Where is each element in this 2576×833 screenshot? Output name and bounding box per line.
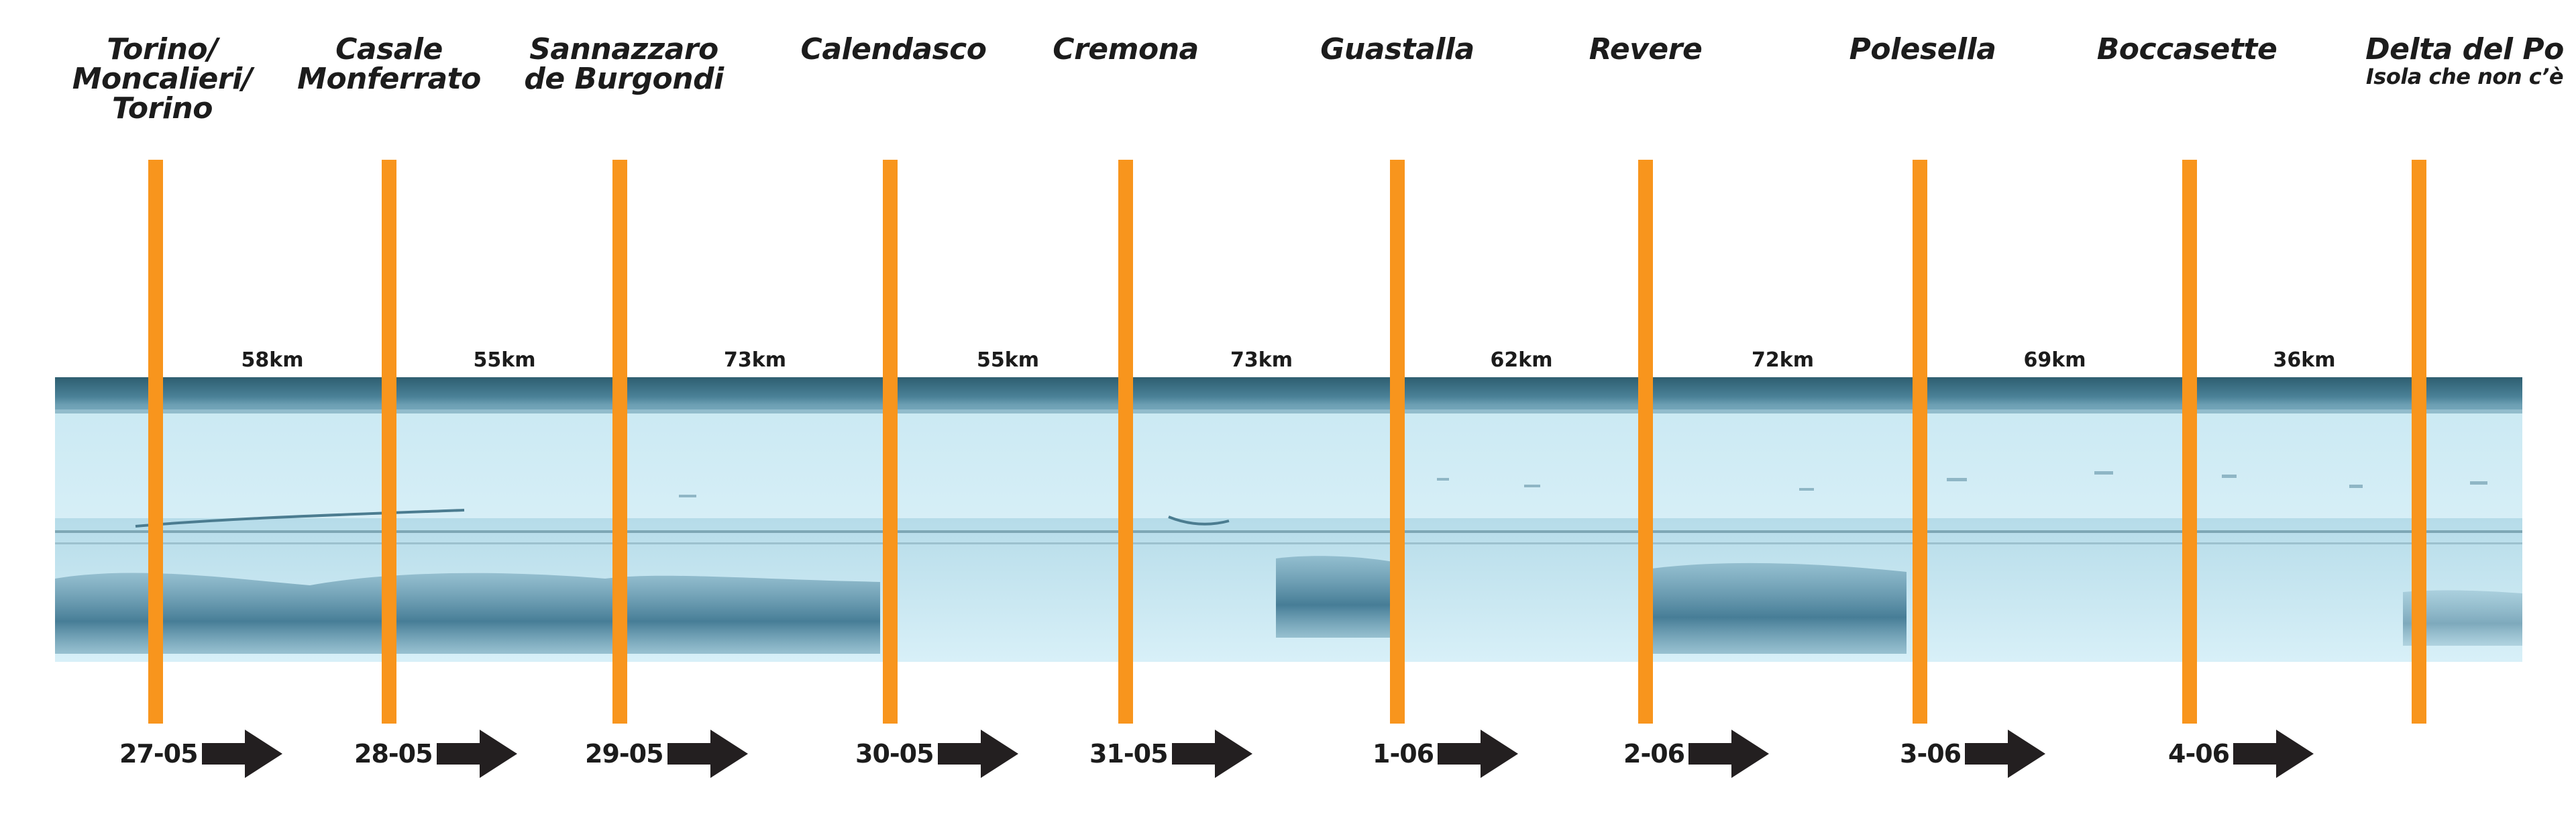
stage-date: 27-05 bbox=[119, 739, 199, 769]
stage-marker-cremona bbox=[1118, 160, 1133, 724]
stage-date-group: 1-06 bbox=[1373, 730, 1519, 778]
right-arrow-icon bbox=[1171, 730, 1252, 778]
location-name-line: Moncalieri/ bbox=[72, 62, 253, 96]
distance-label: 55km bbox=[473, 348, 536, 372]
stage-date-group: 29-05 bbox=[585, 730, 748, 778]
location-subtitle: Isola che non c’è bbox=[2365, 64, 2564, 89]
location-name-line: Delta del Po bbox=[2365, 32, 2564, 66]
location-name-boccasette: Boccasette bbox=[2097, 35, 2277, 64]
stage-date: 4-06 bbox=[2168, 739, 2230, 769]
right-arrow-icon bbox=[1965, 730, 2046, 778]
stage-date-group: 31-05 bbox=[1089, 730, 1252, 778]
location-name-line: de Burgondi bbox=[524, 62, 724, 96]
location-name-revere: Revere bbox=[1589, 35, 1703, 64]
stage-marker-boccasette bbox=[2182, 160, 2197, 724]
stage-date-group: 30-05 bbox=[855, 730, 1018, 778]
stage-date-group: 2-06 bbox=[1623, 730, 1770, 778]
right-arrow-icon bbox=[1438, 730, 1519, 778]
stage-date: 30-05 bbox=[855, 739, 934, 769]
stage-marker-guastalla bbox=[1390, 160, 1405, 724]
location-name-line: Revere bbox=[1589, 32, 1703, 66]
stage-date: 1-06 bbox=[1373, 739, 1434, 769]
stage-date: 28-05 bbox=[354, 739, 433, 769]
distance-label: 55km bbox=[977, 348, 1039, 372]
distance-label: 36km bbox=[2273, 348, 2336, 372]
stage-date: 2-06 bbox=[1623, 739, 1685, 769]
distance-label: 73km bbox=[724, 348, 786, 372]
right-arrow-icon bbox=[937, 730, 1018, 778]
location-name-line: Guastalla bbox=[1320, 32, 1474, 66]
distance-label: 72km bbox=[1752, 348, 1814, 372]
stage-marker-sannazzaro bbox=[612, 160, 627, 724]
right-arrow-icon bbox=[2233, 730, 2314, 778]
location-name-line: Sannazzaro bbox=[529, 32, 718, 66]
location-name-line: Calendasco bbox=[800, 32, 987, 66]
right-arrow-icon bbox=[1688, 730, 1770, 778]
stage-date-group: 27-05 bbox=[119, 730, 282, 778]
location-name-line: Torino/ bbox=[107, 32, 218, 66]
distance-label: 62km bbox=[1490, 348, 1553, 372]
stage-marker-revere bbox=[1638, 160, 1653, 724]
river-photo-illustration bbox=[55, 377, 2522, 662]
stage-marker-polesella bbox=[1913, 160, 1927, 724]
stage-date: 31-05 bbox=[1089, 739, 1169, 769]
stage-marker-delta-del-po bbox=[2412, 160, 2426, 724]
stage-marker-calendasco bbox=[883, 160, 898, 724]
distance-label: 58km bbox=[241, 348, 304, 372]
location-name-guastalla: Guastalla bbox=[1320, 35, 1474, 64]
river-panorama-image bbox=[55, 377, 2522, 662]
distance-label: 73km bbox=[1230, 348, 1293, 372]
location-name-polesella: Polesella bbox=[1849, 35, 1996, 64]
location-name-line: Polesella bbox=[1849, 32, 1996, 66]
stage-marker-casale bbox=[382, 160, 396, 724]
right-arrow-icon bbox=[436, 730, 517, 778]
location-name-calendasco: Calendasco bbox=[801, 35, 987, 64]
right-arrow-icon bbox=[667, 730, 748, 778]
stage-date: 3-06 bbox=[1900, 739, 1962, 769]
stage-marker-torino bbox=[148, 160, 163, 724]
location-name-line: Cremona bbox=[1053, 32, 1199, 66]
location-name-line: Monferrato bbox=[297, 62, 481, 96]
location-name-line: Boccasette bbox=[2096, 32, 2277, 66]
stage-date-group: 3-06 bbox=[1900, 730, 2046, 778]
stage-date: 29-05 bbox=[585, 739, 664, 769]
location-name-cremona: Cremona bbox=[1053, 32, 1199, 66]
location-name-line: Casale bbox=[335, 32, 443, 66]
location-name-line: Torino bbox=[112, 91, 213, 126]
right-arrow-icon bbox=[201, 730, 282, 778]
location-name-torino: Torino/Moncalieri/Torino bbox=[72, 32, 253, 126]
stage-date-group: 4-06 bbox=[2168, 730, 2314, 778]
distance-label: 69km bbox=[2023, 348, 2086, 372]
stage-date-group: 28-05 bbox=[354, 730, 517, 778]
